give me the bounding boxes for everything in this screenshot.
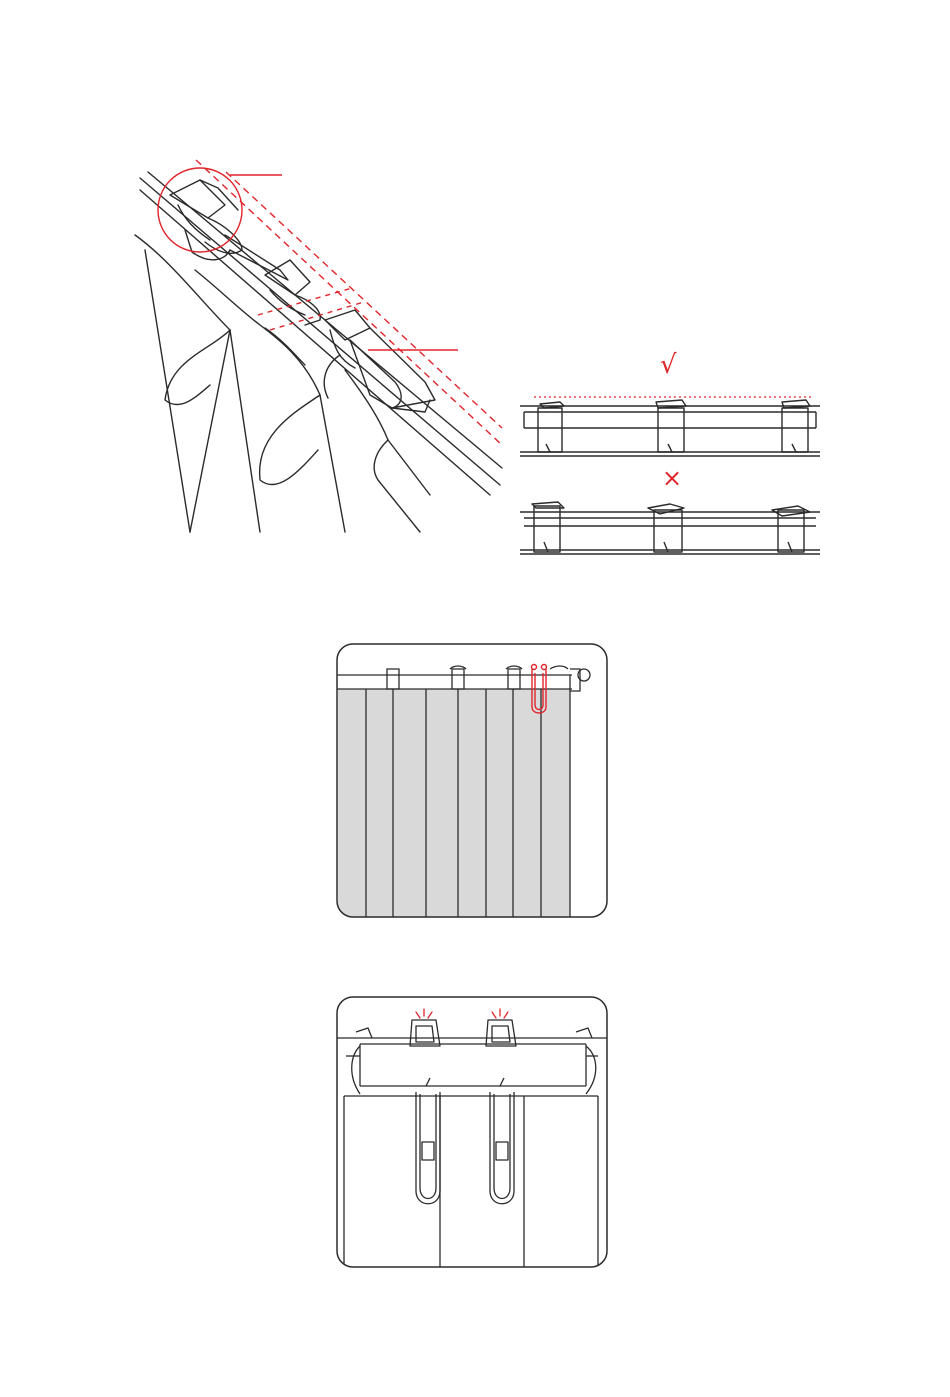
hooks-misaligned-icon bbox=[520, 496, 820, 560]
incorrect-installation-figure bbox=[520, 496, 820, 560]
correct-installation-figure bbox=[520, 388, 820, 460]
hook-closeup-view-figure bbox=[336, 996, 608, 1268]
hooks-aligned-icon bbox=[520, 388, 820, 460]
hook-closeup-icon bbox=[336, 996, 608, 1268]
correct-mark: √ bbox=[660, 352, 677, 378]
curtain-panels-icon bbox=[336, 643, 608, 918]
track-hook-perspective-figure bbox=[130, 150, 510, 540]
curtain-panels-front-view-figure bbox=[336, 643, 608, 918]
curtain-track-hook-icon bbox=[130, 150, 510, 540]
incorrect-mark: × bbox=[662, 466, 682, 490]
